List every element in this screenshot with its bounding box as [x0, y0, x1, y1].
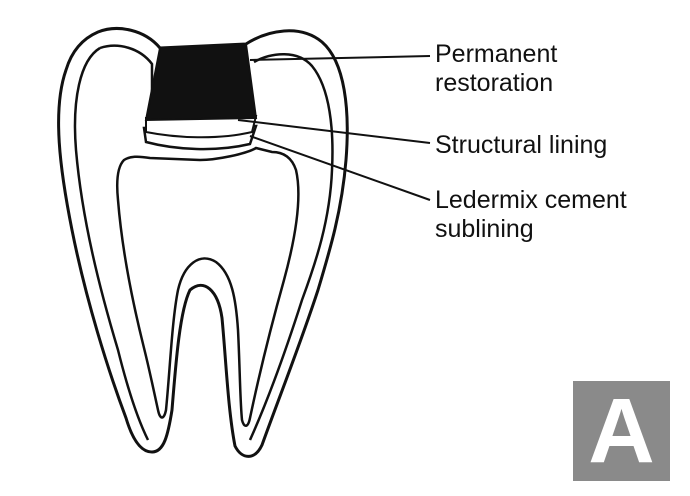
label-line: sublining — [435, 215, 534, 243]
permanent-restoration — [144, 42, 258, 122]
panel-badge: A — [573, 381, 670, 481]
tooth-inner-line-left — [73, 46, 150, 441]
panel-badge-bg — [573, 381, 670, 481]
tooth-outer-outline — [57, 27, 349, 458]
label-line: restoration — [435, 69, 554, 97]
tooth-inner-line — [99, 44, 334, 441]
panel-letter: A — [588, 380, 655, 482]
pulp-chamber — [116, 146, 300, 427]
leader-permanent — [249, 55, 431, 61]
label-line: Permanent — [435, 40, 558, 68]
leader-structural — [237, 119, 431, 144]
label-line: Ledermix cement — [435, 186, 627, 214]
structural-lining — [145, 114, 258, 139]
label-ledermix-sublining: Ledermix cement sublining — [435, 186, 627, 244]
label-permanent-restoration: Permanent restoration — [435, 40, 557, 98]
label-structural-lining: Structural lining — [435, 131, 608, 159]
leader-ledermix — [249, 135, 431, 201]
